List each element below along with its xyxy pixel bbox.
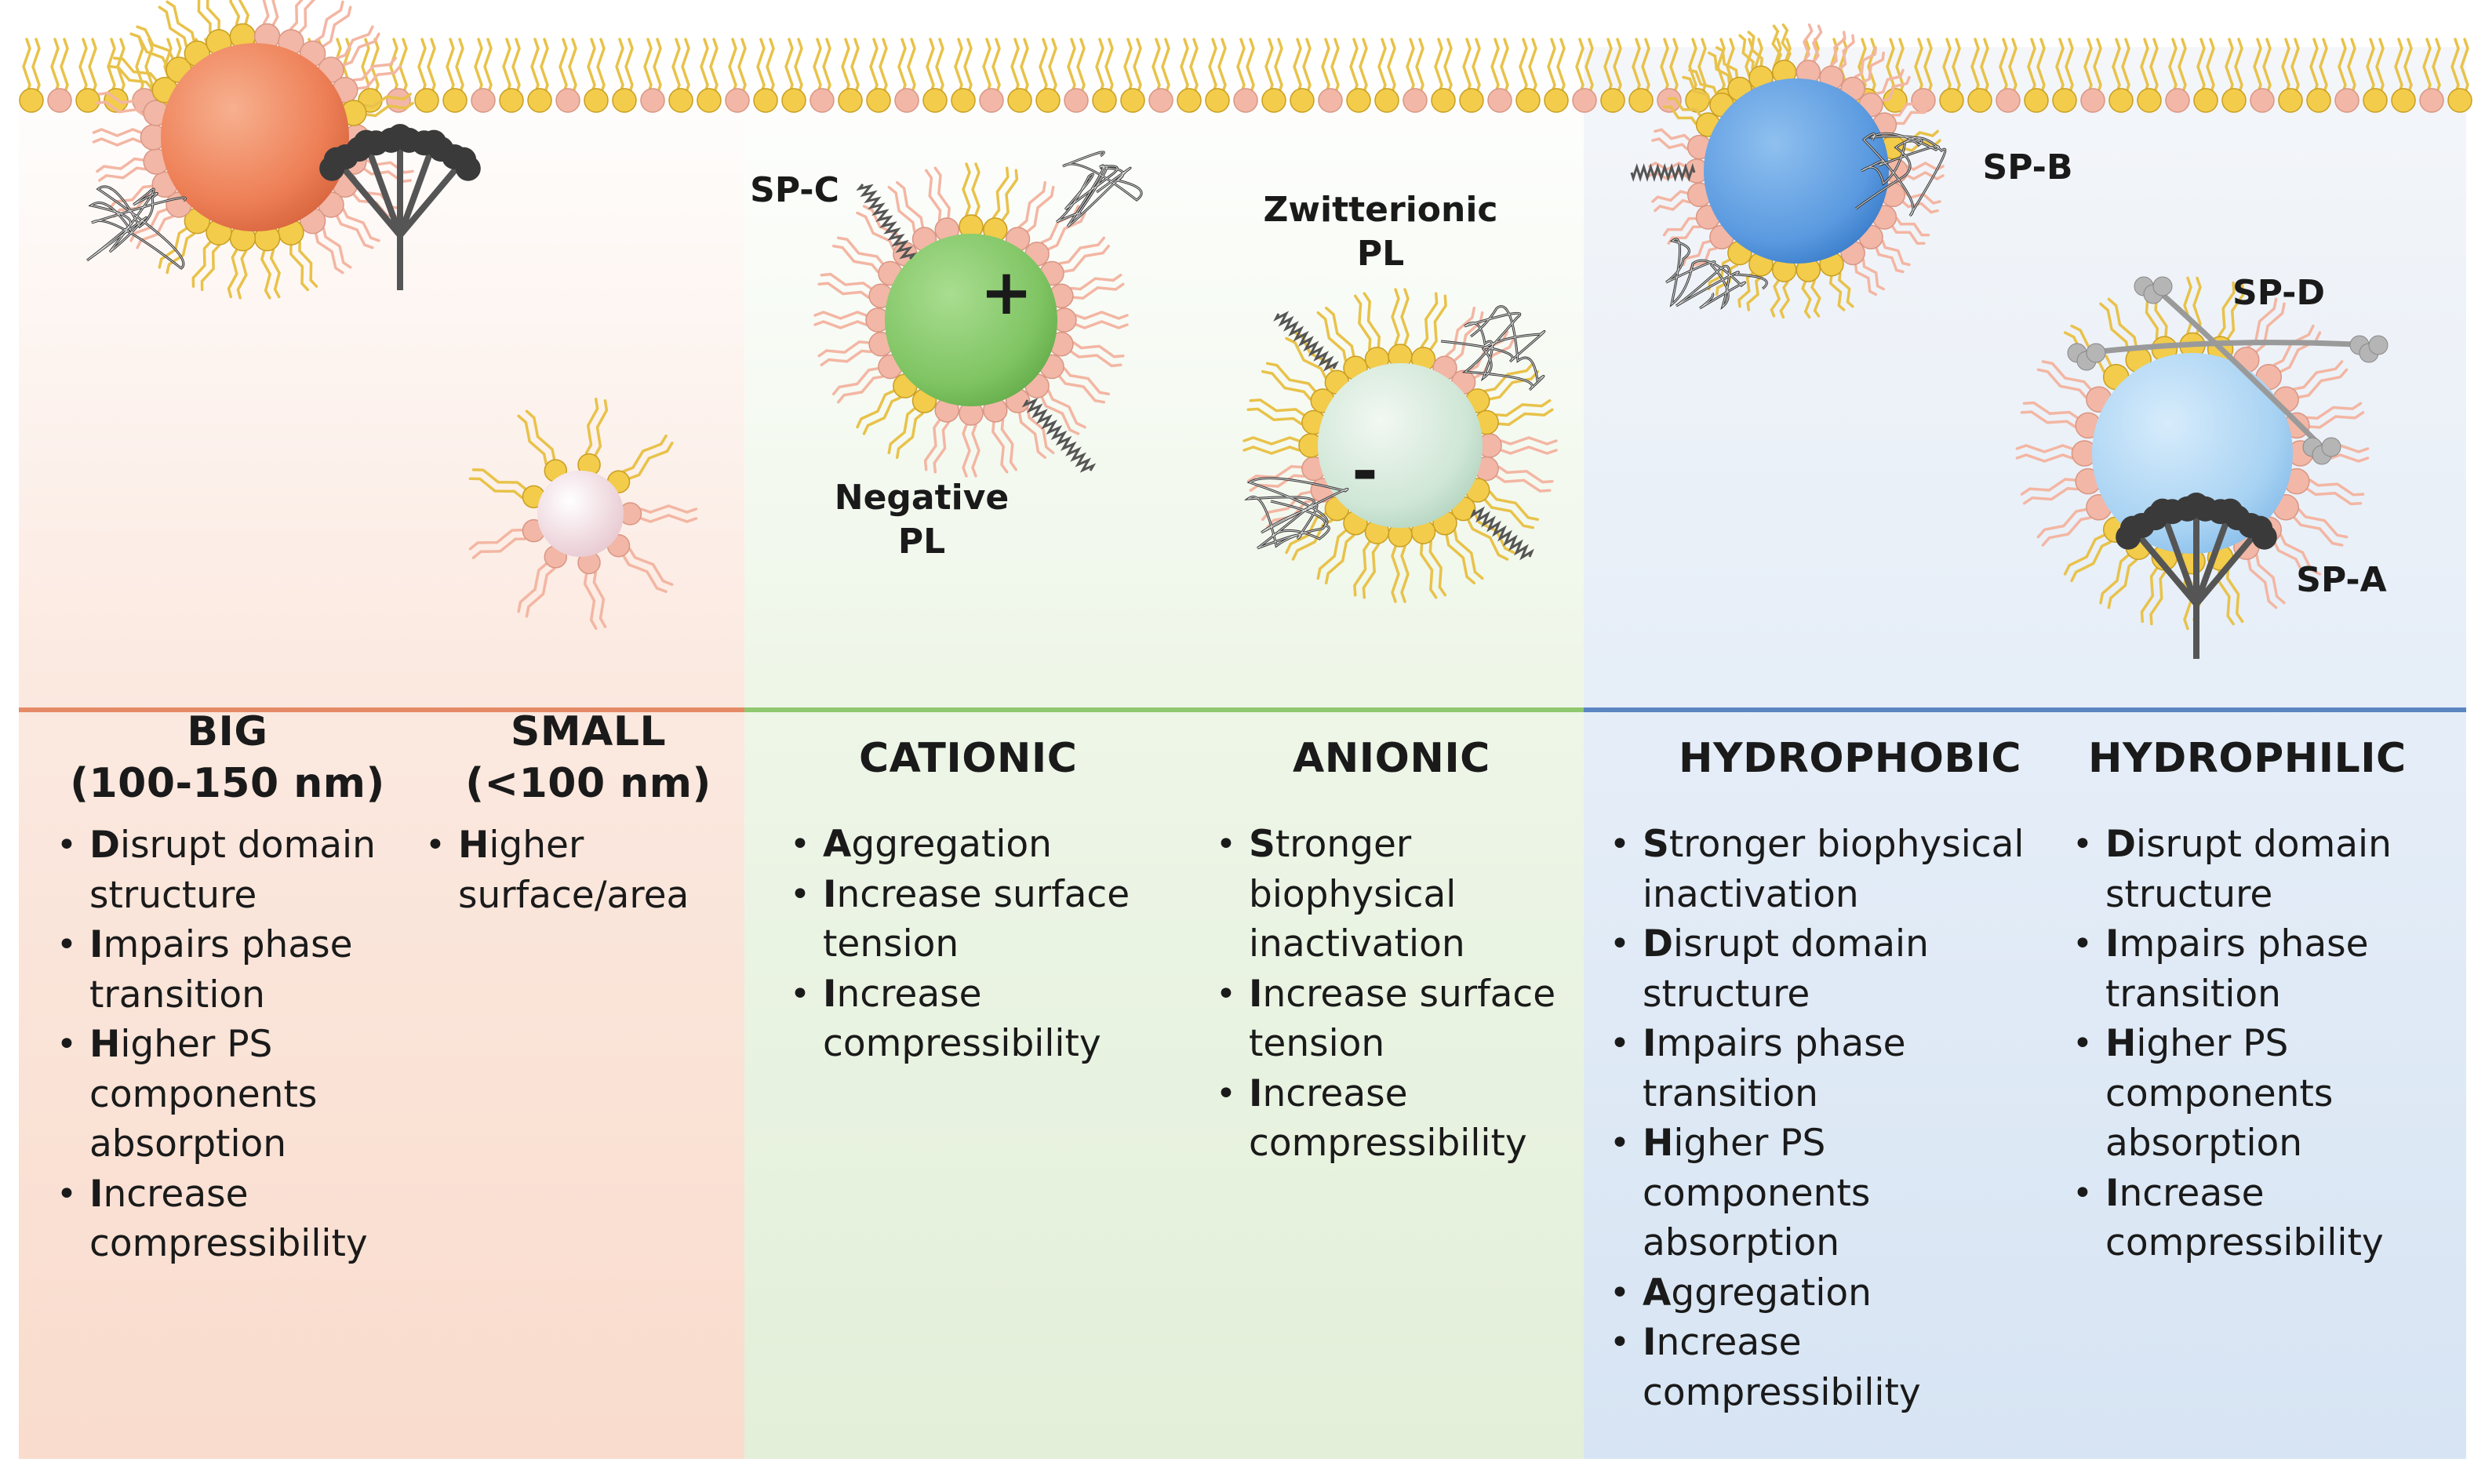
hydrophobic-nanoparticle	[1648, 23, 1945, 319]
effect-item: Stronger biophysical inactivation	[1600, 820, 2055, 919]
plus-sign: +	[980, 256, 1032, 329]
column-title: CATIONIC	[859, 735, 1078, 782]
effect-item: Impairs phase transition	[47, 920, 408, 1020]
sp-a-label: SP-A	[2296, 560, 2387, 600]
effect-item: Increase compressibility	[780, 969, 1173, 1069]
column-hydrophobic: HYDROPHOBIC Stronger biophysical inactiv…	[1600, 706, 2055, 1417]
column-small: SMALL(<100 nm) Higher surface/area	[416, 706, 729, 920]
property-columns: BIG(100-150 nm) Disrupt domain structure…	[0, 706, 2485, 1459]
effect-item: Disrupt domain structure	[2063, 820, 2455, 919]
effect-item: Stronger biophysical inactivation	[1206, 820, 1575, 969]
column-title: HYDROPHOBIC	[1679, 735, 2022, 782]
effect-item: Increase surface tension	[1206, 969, 1575, 1069]
sp-b-label: SP-B	[1982, 147, 2073, 187]
column-anionic: ANIONIC Stronger biophysical inactivatio…	[1206, 706, 1575, 1169]
effect-list: Stronger biophysical inactivationDisrupt…	[1600, 820, 2055, 1417]
hydrophilic-nanoparticle	[2015, 276, 2370, 631]
cationic-nanoparticle	[813, 162, 1129, 478]
effect-list: Disrupt domain structureImpairs phase tr…	[47, 820, 408, 1269]
effect-item: Higher PS components absorption	[1600, 1118, 2055, 1268]
effect-item: Aggregation	[1600, 1268, 2055, 1319]
big-nanoparticle	[92, 0, 418, 300]
effect-item: Impairs phase transition	[1600, 1019, 2055, 1118]
effect-item: Increase compressibility	[1600, 1318, 2055, 1417]
effect-item: Disrupt domain structure	[1600, 919, 2055, 1019]
sp-c-label: SP-C	[750, 170, 839, 210]
small-nanoparticle	[468, 398, 698, 630]
effect-item: Impairs phase transition	[2063, 919, 2455, 1019]
column-title: HYDROPHILIC	[2088, 735, 2407, 782]
zwitterionic-pl-label: Zwitterionic PL	[1263, 190, 1498, 274]
effect-item: Disrupt domain structure	[47, 820, 408, 920]
effect-list: Stronger biophysical inactivationIncreas…	[1206, 820, 1575, 1169]
minus-sign: -	[1352, 435, 1377, 507]
effect-item: Higher PS components absorption	[47, 1020, 408, 1169]
effect-list: Disrupt domain structureImpairs phase tr…	[2063, 820, 2455, 1268]
surfactant-proteins	[86, 124, 2389, 659]
column-title: BIG(100-150 nm)	[70, 708, 385, 807]
column-title: SMALL(<100 nm)	[465, 708, 711, 807]
column-big: BIG(100-150 nm) Disrupt domain structure…	[47, 706, 408, 1269]
effect-item: Aggregation	[780, 820, 1173, 870]
effect-list: Higher surface/area	[416, 820, 729, 920]
lipid-monolayer	[19, 38, 2472, 113]
effect-list: AggregationIncrease surface tensionIncre…	[780, 820, 1173, 1069]
column-cationic: CATIONIC AggregationIncrease surface ten…	[780, 706, 1173, 1069]
column-title: ANIONIC	[1293, 735, 1490, 782]
effect-item: Increase compressibility	[2063, 1169, 2455, 1268]
column-hydrophilic: HYDROPHILIC Disrupt domain structureImpa…	[2063, 706, 2455, 1268]
negative-pl-label: Negative PL	[834, 478, 1010, 562]
effect-item: Higher PS components absorption	[2063, 1019, 2455, 1169]
effect-item: Increase compressibility	[1206, 1069, 1575, 1169]
effect-item: Increase compressibility	[47, 1169, 408, 1269]
sp-d-label: SP-D	[2232, 273, 2325, 313]
effect-item: Increase surface tension	[780, 870, 1173, 969]
effect-item: Higher surface/area	[416, 820, 729, 920]
